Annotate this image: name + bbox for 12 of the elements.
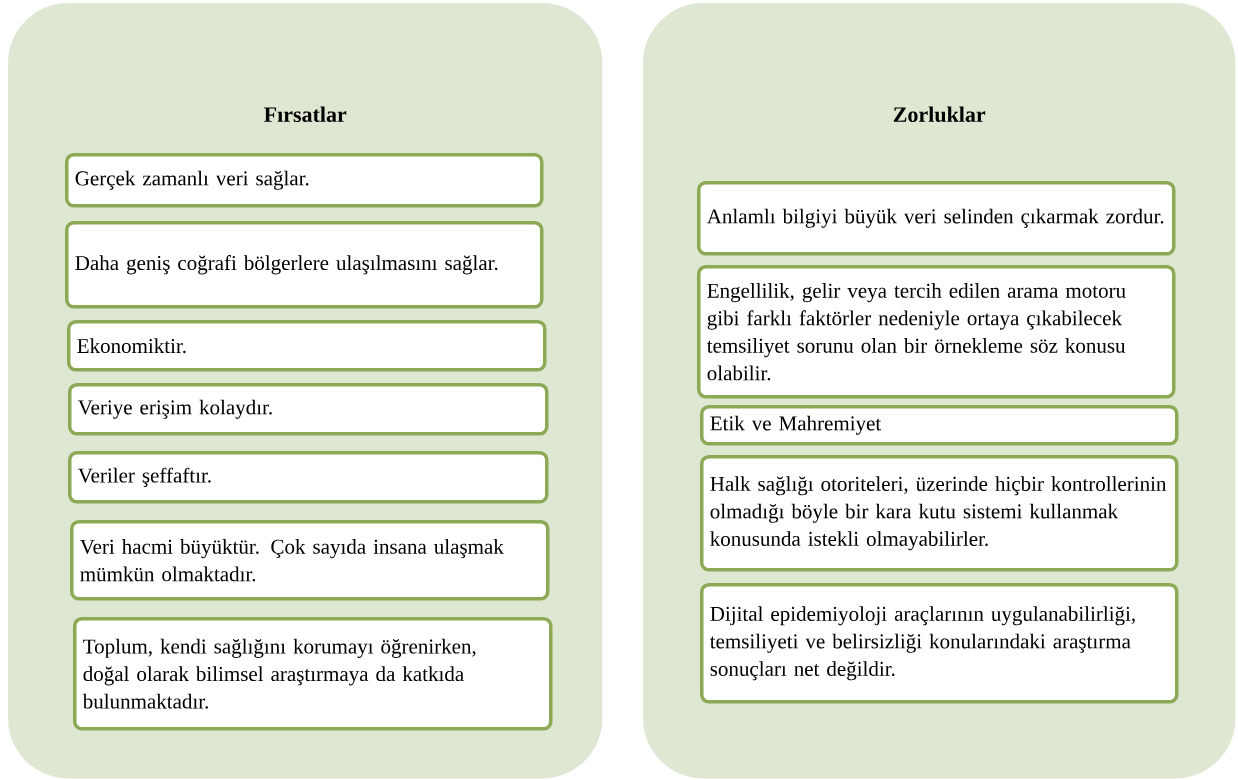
text-box: Veriye erişim kolaydır. [68,383,549,436]
text-box: Gerçek zamanlı veri sağlar. [65,153,544,208]
text-box: Ekonomiktir. [67,320,547,372]
text-box: Veriler şeffaftır. [68,451,549,504]
text-box: Engellilik, gelir veya tercih edilen arama motoru gibi farklı faktörler nedeniyle ortaya çıkabilecek temsiliyet sorunu olan bir örnekleme söz konusu olabilir. [697,265,1176,399]
text-box: Toplum, kendi sağlığını korumayı öğrenirken, doğal olarak bilimsel araştırmaya da katkıda bulunmaktadır. [73,617,553,731]
text-box: Anlamlı bilgiyi büyük veri selinden çıkarmak zordur. [697,181,1176,256]
text-box: Daha geniş coğrafi bölgerlere ulaşılmasını sağlar. [65,221,544,309]
text-box: Dijital epidemiyoloji araçlarının uygulanabilirliği, temsiliyeti ve belirsizliği konularındaki araştırma sonuçları net değildir. [700,583,1179,704]
text-box: Etik ve Mahremiyet [700,405,1179,446]
text-box: Halk sağlığı otoriteleri, üzerinde hiçbir kontrollerinin olmadığı böyle bir kara kutu sistemi kullanmak konusunda istekli olmayabilirler. [700,455,1179,572]
text-box: Veri hacmi büyüktür. Çok sayıda insana ulaşmak mümkün olmaktadır. [70,520,550,601]
